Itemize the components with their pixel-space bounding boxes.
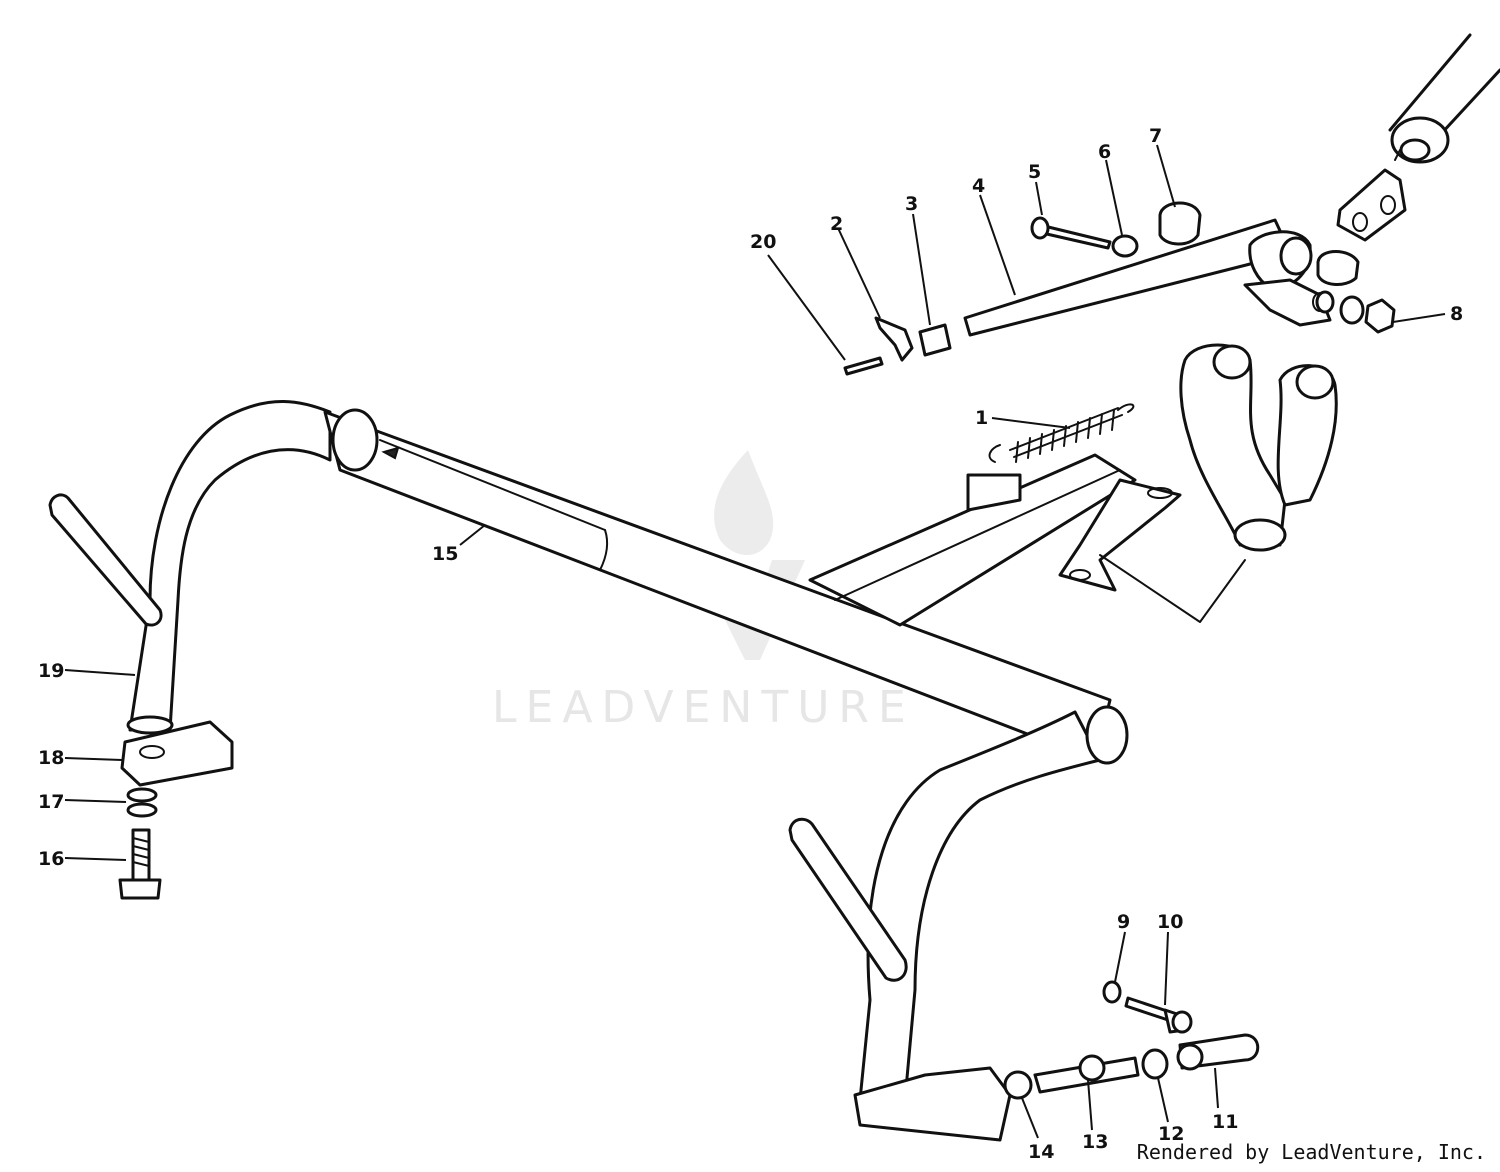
callout-13: 13: [1082, 1131, 1108, 1153]
ball-joint-10: [1124, 996, 1172, 1022]
brake-arm: [963, 218, 1332, 337]
clip-9: [1102, 980, 1122, 1004]
nut-8: [1364, 298, 1396, 334]
callout-3: 3: [905, 193, 918, 215]
adjuster-rod-parts: [1003, 980, 1260, 1100]
callout-9: 9: [1117, 911, 1130, 933]
left-washers: [126, 787, 158, 818]
callout-2: 2: [830, 213, 843, 235]
right-pedal-pin: [788, 817, 908, 982]
nut-14: [1003, 1070, 1033, 1100]
callout-5: 5: [1028, 161, 1041, 183]
callout-14: 14: [1028, 1141, 1054, 1163]
callout-numbers: 1 2 3 4 5 6 7 8 9 10 11 12 13 14 15 16 1…: [38, 125, 1463, 1163]
pedal-frame: [126, 400, 1182, 1142]
callout-15: 15: [432, 543, 458, 565]
rod-end-parts: [843, 201, 1396, 376]
callout-8: 8: [1450, 303, 1463, 325]
callout-19: 19: [38, 660, 64, 682]
callout-leaders: [64, 144, 1446, 1139]
screw-20: [843, 356, 884, 376]
flame-logo-icon: [714, 450, 774, 555]
watermark-text: LEADVENTURE: [492, 682, 915, 733]
pivot-yoke: [1099, 343, 1338, 623]
callout-7: 7: [1149, 125, 1162, 147]
callout-11: 11: [1212, 1111, 1238, 1133]
nut-12: [1141, 1048, 1169, 1080]
render-credit: Rendered by LeadVenture, Inc.: [1136, 1140, 1486, 1164]
left-mount-block: [120, 720, 234, 787]
return-spring: [988, 403, 1135, 463]
left-pedal-pin: [48, 493, 163, 627]
callout-18: 18: [38, 747, 64, 769]
clip-2: [874, 316, 914, 362]
callout-4: 4: [972, 175, 985, 197]
block-3: [918, 323, 952, 357]
bushing-7: [1158, 201, 1202, 246]
callout-16: 16: [38, 848, 64, 870]
callout-1: 1: [975, 407, 988, 429]
callout-20: 20: [750, 231, 776, 253]
callout-10: 10: [1157, 911, 1183, 933]
callout-17: 17: [38, 791, 64, 813]
callout-12: 12: [1158, 1123, 1184, 1145]
left-bolt: [118, 828, 162, 900]
callout-6: 6: [1098, 141, 1111, 163]
bushing-right: [1316, 250, 1360, 286]
clevis-rod: [1336, 33, 1500, 242]
